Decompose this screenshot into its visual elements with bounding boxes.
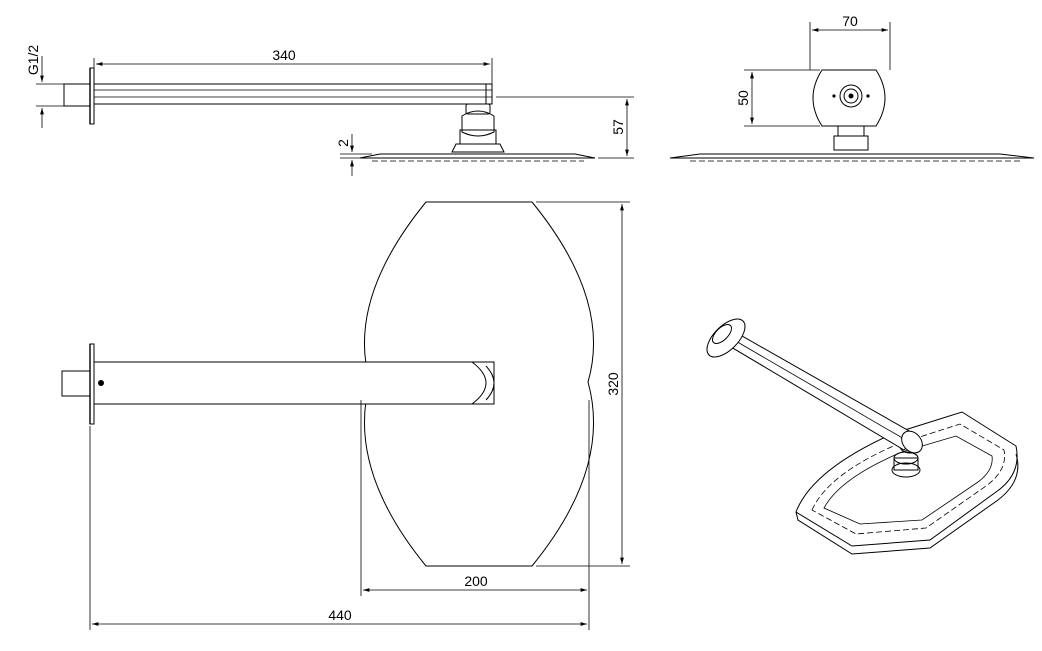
set-screw [98,380,104,386]
dim-thread: G1/2 [25,45,41,76]
arm-center [839,84,863,108]
top-inlet [61,370,91,397]
joint-base [459,129,497,145]
iso-arm-end [901,430,923,454]
dim-head-width: 200 [464,573,488,589]
top-view: 320 200 440 [61,201,630,630]
threaded-inlet [63,83,91,107]
ball-joint [461,110,495,137]
shower-arm [93,83,493,105]
dim-head-depth-width: 70 [842,13,858,29]
dim-overall-projection: 440 [328,607,352,623]
dim-plate-thickness: 2 [335,139,351,147]
dim-head-depth-height: 50 [735,90,751,106]
top-arm [93,361,495,405]
dim-arm-height-offset: 57 [610,119,626,135]
head-plate-front [669,153,1035,159]
arm-end-profile [812,69,886,127]
iso-arm [715,327,919,451]
shower-head-plate [364,201,594,567]
dim-arm-length: 340 [272,47,296,63]
joint-nut [465,103,491,115]
isometric-view [706,318,1019,555]
head-plate-side [359,153,596,159]
top-joint [471,361,487,405]
front-joint [837,125,865,137]
iso-nozzle-ring [811,423,1005,535]
iso-joint [891,462,921,478]
front-view: 70 50 [669,13,1035,162]
dim-head-length: 320 [605,372,621,396]
side-view: 340 G1/2 57 2 [25,45,634,176]
iso-plate [795,411,1018,547]
